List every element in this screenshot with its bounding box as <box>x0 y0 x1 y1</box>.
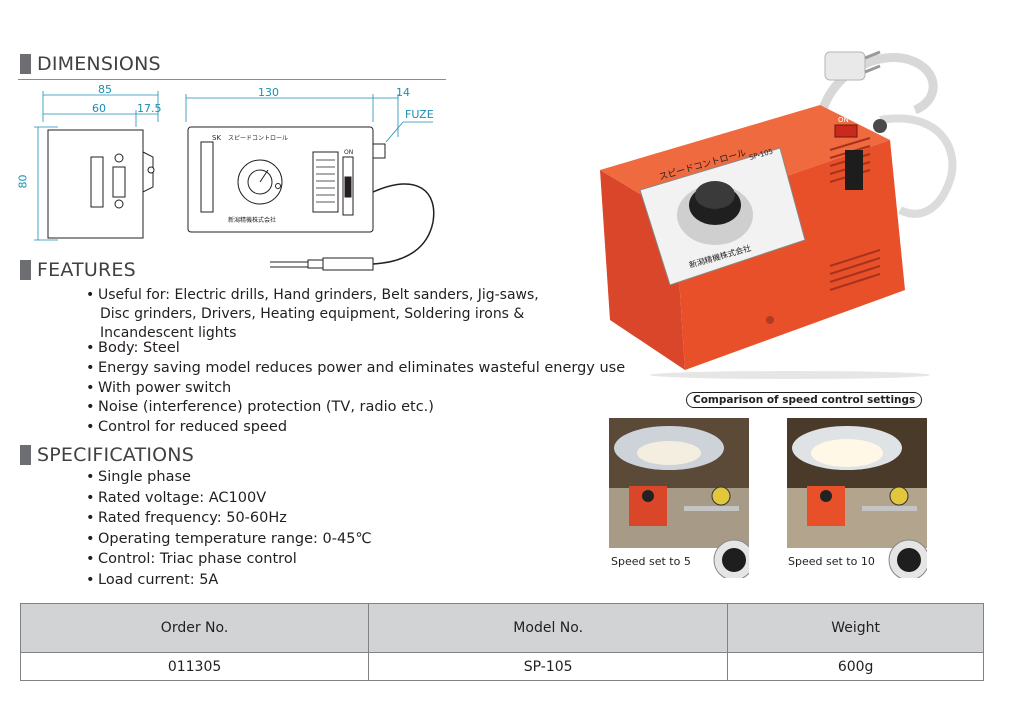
dim-fuze-offset: 14 <box>396 86 410 99</box>
heading-bar <box>20 260 31 280</box>
comparison-photo-right <box>787 418 927 578</box>
dim-depth-a: 60 <box>92 102 106 115</box>
right-caption: Speed set to 10 <box>788 555 875 568</box>
dim-fuze: FUZE <box>405 108 434 121</box>
photo-on-label: ON <box>838 116 849 124</box>
dimensions-title: DIMENSIONS <box>37 53 161 75</box>
header-order-no: Order No. <box>19 603 370 653</box>
header-weight: Weight <box>727 603 984 653</box>
specifications-list: Single phase Rated voltage: AC100V Rated… <box>86 467 372 591</box>
features-list-b: Body: Steel Energy saving model reduces … <box>86 339 625 438</box>
heading-bar <box>20 54 31 74</box>
specifications-title: SPECIFICATIONS <box>37 444 194 466</box>
specifications-heading: SPECIFICATIONS <box>20 444 194 466</box>
comparison-photo-left <box>609 418 749 578</box>
spec-item: Rated voltage: AC100V <box>86 488 372 509</box>
spec-item: Load current: 5A <box>86 570 372 591</box>
cell-order-no: 011305 <box>19 652 370 681</box>
left-caption: Speed set to 5 <box>611 555 691 568</box>
heading-bar <box>20 445 31 465</box>
features-title: FEATURES <box>37 259 136 281</box>
front-maker-label: 新潟精機株式会社 <box>228 216 276 224</box>
feature-item: Control for reduced speed <box>86 418 625 438</box>
dimensions-heading: DIMENSIONS <box>20 53 161 75</box>
order-table: Order No. Model No. Weight 011305 SP-105… <box>19 603 984 681</box>
feature-item-cont: Incandescent lights <box>100 325 237 341</box>
dim-depth-b: 17.5 <box>137 102 162 115</box>
spec-item: Single phase <box>86 467 372 488</box>
features-list-a: Useful for: Electric drills, Hand grinde… <box>86 286 539 343</box>
feature-item: Useful for: Electric drills, Hand grinde… <box>86 286 539 305</box>
feature-item-cont: Disc grinders, Drivers, Heating equipmen… <box>100 306 525 322</box>
spec-item: Operating temperature range: 0-45℃ <box>86 529 372 550</box>
feature-item: Body: Steel <box>86 339 625 359</box>
table-row: 011305 SP-105 600g <box>19 652 984 681</box>
dim-length: 130 <box>258 86 279 99</box>
features-heading: FEATURES <box>20 259 136 281</box>
header-model-no: Model No. <box>368 603 729 653</box>
product-photo: スピードコントロール 新潟精機株式会社 SP-105 ON <box>600 50 957 379</box>
feature-item: Noise (interference) protection (TV, rad… <box>86 398 625 418</box>
spec-item: Control: Triac phase control <box>86 549 372 570</box>
comparison-title: Comparison of speed control settings <box>686 392 923 408</box>
dim-overall-depth: 85 <box>98 83 112 96</box>
dimension-drawing: SK スピードコントロール 新潟精機株式会社 ON <box>34 91 435 271</box>
front-speed-label: スピードコントロール <box>228 135 288 142</box>
front-on-label: ON <box>344 149 353 156</box>
cell-model-no: SP-105 <box>368 652 729 681</box>
feature-item: With power switch <box>86 379 625 399</box>
spec-item: Rated frequency: 50-60Hz <box>86 508 372 529</box>
front-sk-label: SK <box>212 134 221 142</box>
dimensions-rule <box>18 79 446 80</box>
cell-weight: 600g <box>727 652 984 681</box>
dim-height: 80 <box>16 174 30 189</box>
feature-item: Energy saving model reduces power and el… <box>86 359 625 379</box>
